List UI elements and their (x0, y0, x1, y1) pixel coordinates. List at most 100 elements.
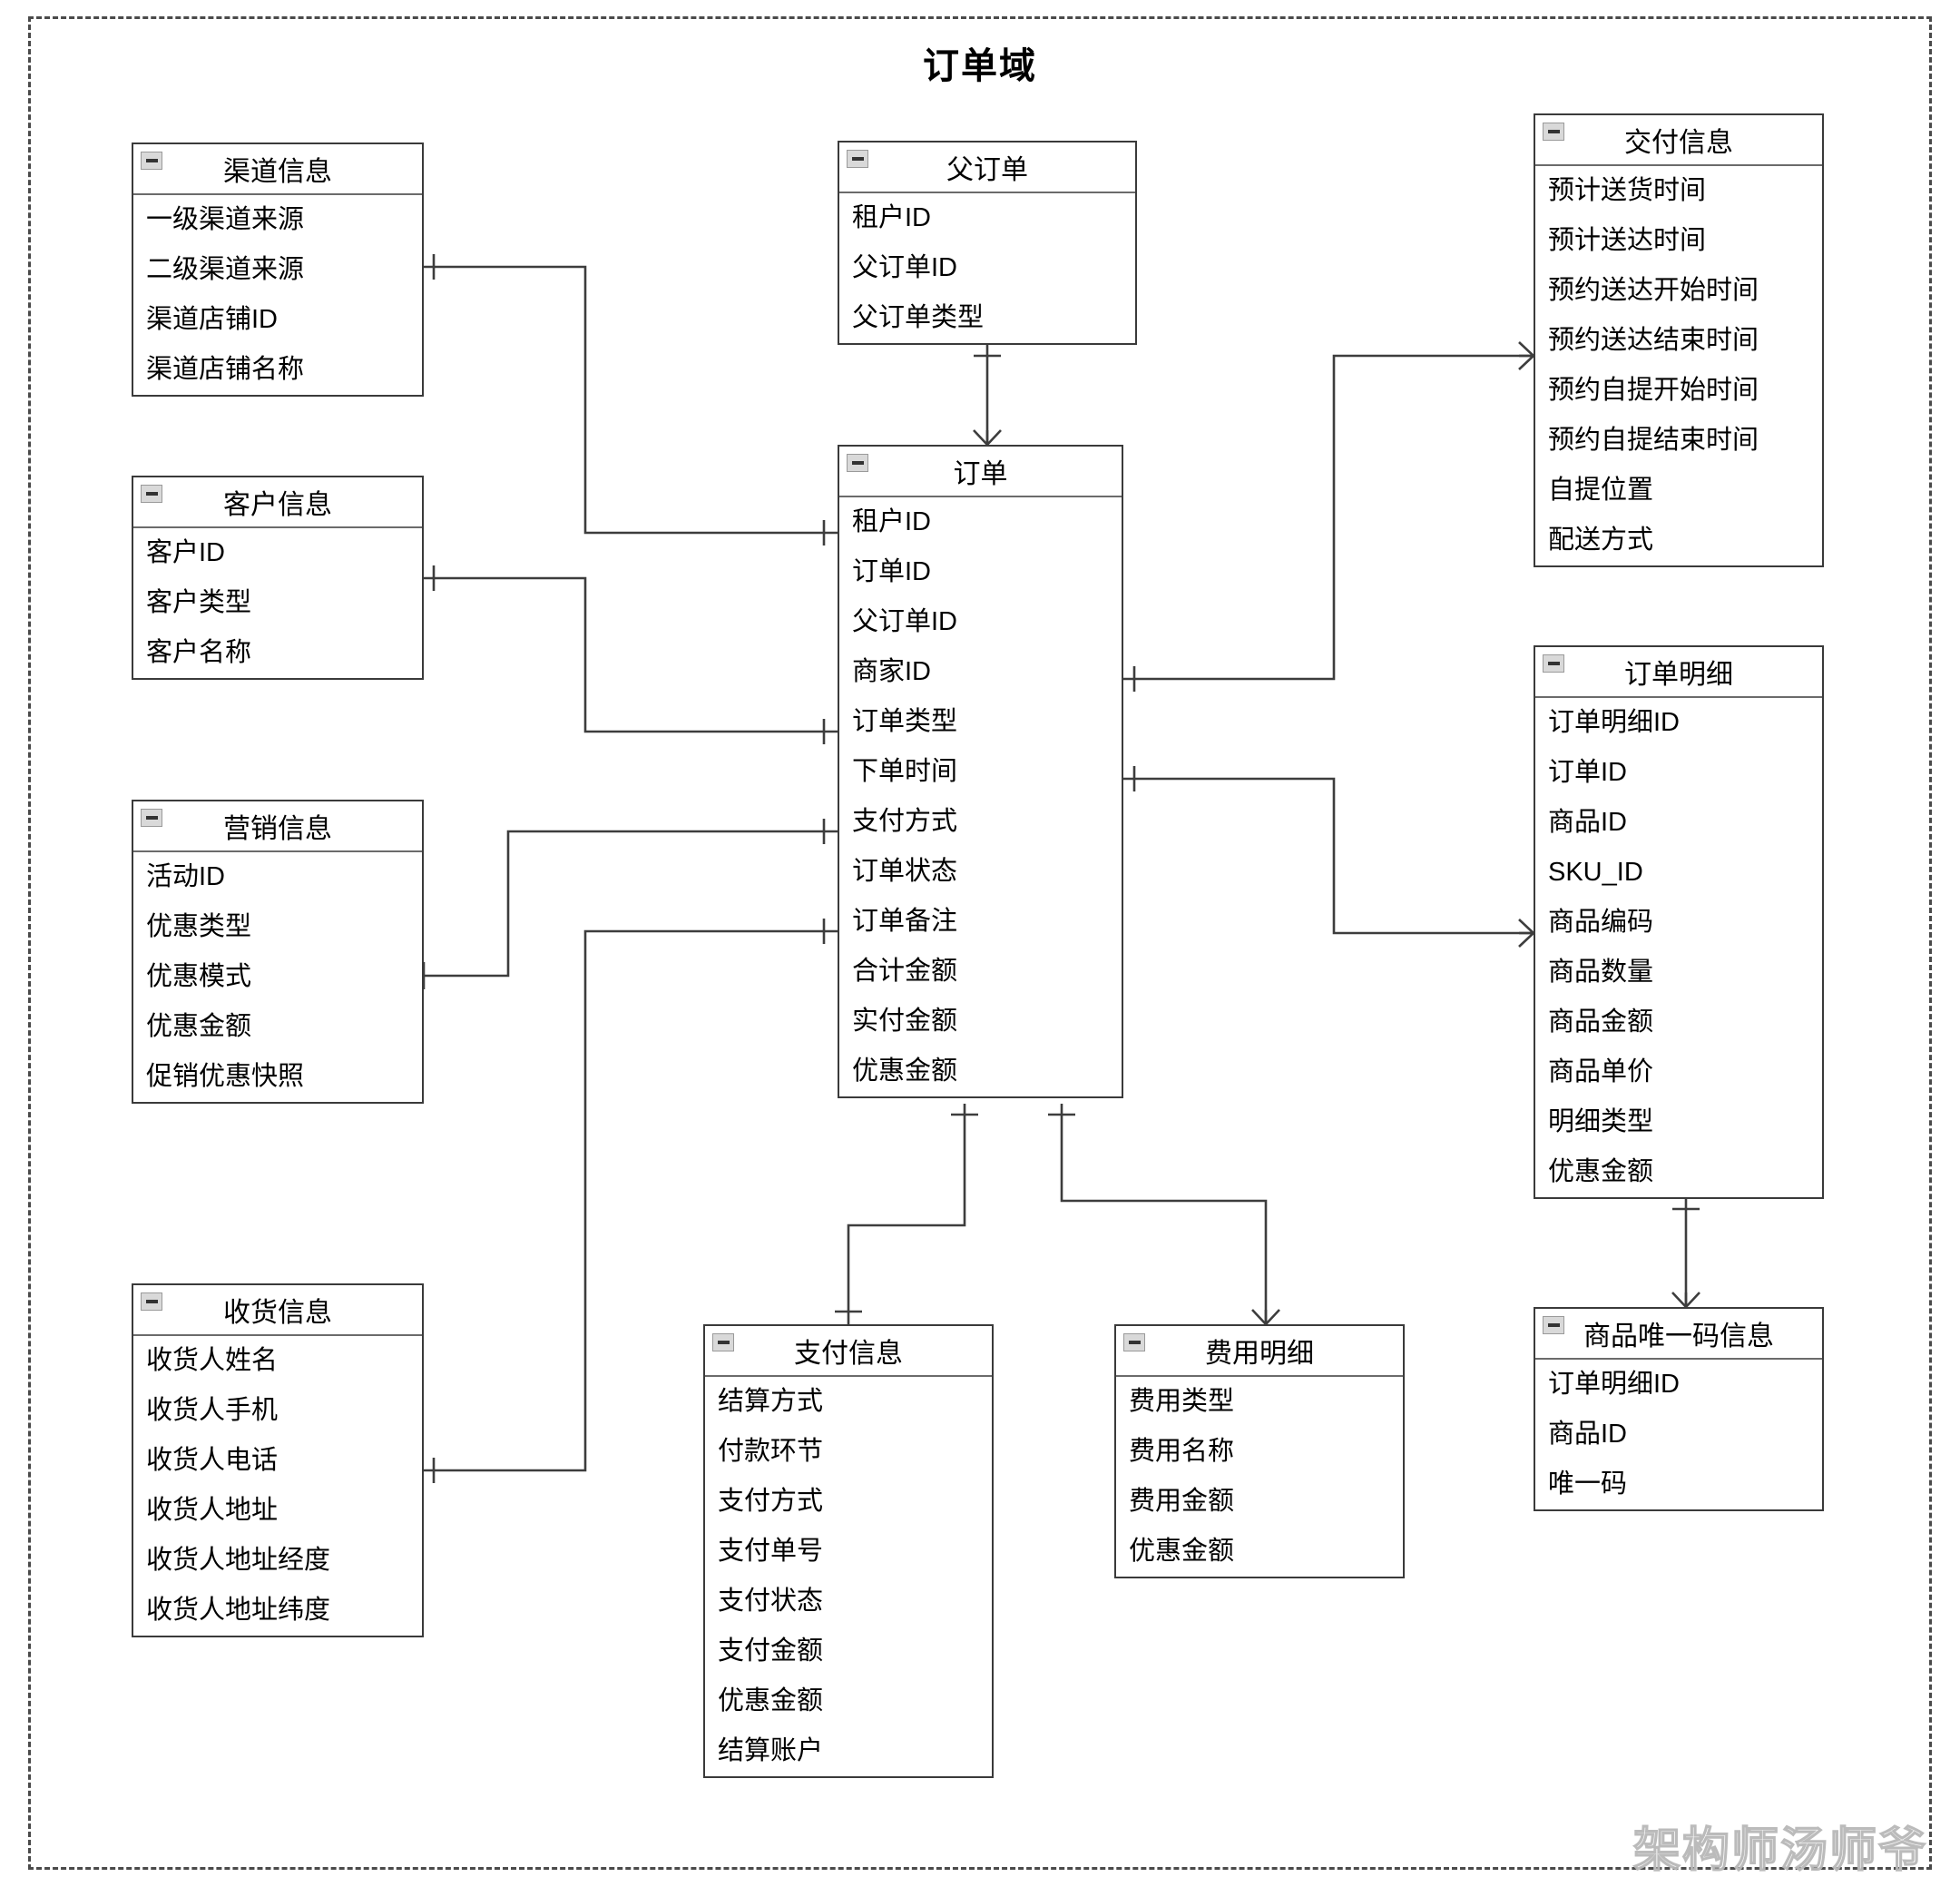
field-row[interactable]: 收货人地址 (146, 1496, 279, 1525)
field-row[interactable]: 租户ID (852, 507, 932, 536)
field-row[interactable]: 预计送达时间 (1548, 226, 1707, 255)
field-row[interactable]: SKU_ID (1548, 858, 1643, 887)
field-row[interactable]: 二级渠道来源 (146, 255, 305, 284)
entity-table-fee_detail[interactable]: 费用明细费用类型费用名称费用金额优惠金额 (1114, 1324, 1405, 1578)
field-row[interactable]: 优惠金额 (718, 1686, 824, 1715)
field-row[interactable]: 优惠金额 (146, 1012, 252, 1041)
field-row[interactable]: 客户ID (146, 538, 226, 567)
field-row[interactable]: 订单明细ID (1548, 1370, 1681, 1399)
field-row[interactable]: 商品ID (1548, 808, 1628, 837)
field-row[interactable]: 订单明细ID (1548, 708, 1681, 737)
field-row[interactable]: 优惠金额 (852, 1057, 958, 1086)
field-row[interactable]: 订单类型 (852, 707, 958, 736)
entity-table-order_item[interactable]: 订单明细订单明细ID 订单ID 商品ID SKU_ID 商品编码商品数量商品金额商品单价… (1534, 645, 1824, 1199)
minus-box-icon[interactable] (141, 809, 162, 827)
field-row[interactable]: 商品ID (1548, 1420, 1628, 1449)
field-row[interactable]: 商品单价 (1548, 1057, 1654, 1086)
minus-box-icon[interactable] (1543, 123, 1564, 141)
field-row[interactable]: 配送方式 (1548, 526, 1654, 555)
field-row[interactable]: 客户名称 (146, 638, 252, 667)
entity-header-payment[interactable]: 支付信息 (705, 1326, 992, 1377)
field-row[interactable]: 父订单ID (852, 607, 958, 636)
field-row[interactable]: 收货人手机 (146, 1396, 279, 1425)
field-row[interactable]: 合计金额 (852, 957, 958, 986)
field-row[interactable]: 订单ID (1548, 758, 1628, 787)
entity-table-marketing[interactable]: 营销信息活动ID 优惠类型优惠模式优惠金额促销优惠快照 (132, 800, 424, 1104)
field-row[interactable]: 预约送达结束时间 (1548, 326, 1759, 355)
field-row[interactable]: 结算账户 (718, 1736, 824, 1765)
entity-table-parent_order[interactable]: 父订单租户ID 父订单ID 父订单类型 (838, 141, 1137, 345)
entity-header-marketing[interactable]: 营销信息 (133, 801, 422, 852)
entity-title-fee_detail: 费用明细 (1205, 1339, 1314, 1369)
field-row[interactable]: 商品金额 (1548, 1007, 1654, 1037)
field-row[interactable]: 商品编码 (1548, 908, 1654, 937)
field-row[interactable]: 一级渠道来源 (146, 205, 305, 234)
entity-header-order_item[interactable]: 订单明细 (1535, 647, 1822, 698)
field-row[interactable]: 渠道店铺ID (146, 305, 279, 334)
field-row[interactable]: 预约送达开始时间 (1548, 276, 1759, 305)
entity-header-channel[interactable]: 渠道信息 (133, 144, 422, 195)
entity-header-delivery[interactable]: 交付信息 (1535, 115, 1822, 166)
minus-box-icon[interactable] (1123, 1333, 1145, 1351)
field-row[interactable]: 支付方式 (852, 807, 958, 836)
field-row[interactable]: 结算方式 (718, 1387, 824, 1416)
field-row[interactable]: 优惠金额 (1129, 1537, 1235, 1566)
minus-box-icon[interactable] (141, 485, 162, 503)
field-row[interactable]: 费用金额 (1129, 1487, 1235, 1516)
field-row[interactable]: 优惠金额 (1548, 1157, 1654, 1186)
minus-box-icon[interactable] (141, 152, 162, 170)
field-row[interactable]: 预计送货时间 (1548, 176, 1707, 205)
field-row[interactable]: 费用类型 (1129, 1387, 1235, 1416)
field-row[interactable]: 订单备注 (852, 907, 958, 936)
minus-box-icon[interactable] (1543, 654, 1564, 673)
field-row[interactable]: 收货人地址纬度 (146, 1596, 331, 1625)
field-row[interactable]: 优惠模式 (146, 962, 252, 991)
entity-table-payment[interactable]: 支付信息结算方式付款环节支付方式支付单号支付状态支付金额优惠金额结算账户 (703, 1324, 994, 1778)
field-row[interactable]: 父订单类型 (852, 303, 985, 332)
entity-header-item_unique_code[interactable]: 商品唯一码信息 (1535, 1309, 1822, 1360)
entity-table-shipping[interactable]: 收货信息收货人姓名收货人手机收货人电话收货人地址收货人地址经度收货人地址纬度 (132, 1283, 424, 1637)
field-row[interactable]: 支付单号 (718, 1537, 824, 1566)
field-row[interactable]: 支付方式 (718, 1487, 824, 1516)
field-row[interactable]: 收货人电话 (146, 1446, 279, 1475)
field-row[interactable]: 明细类型 (1548, 1107, 1654, 1136)
entity-table-item_unique_code[interactable]: 商品唯一码信息订单明细ID 商品ID 唯一码 (1534, 1307, 1824, 1511)
field-row[interactable]: 渠道店铺名称 (146, 355, 305, 384)
field-row[interactable]: 租户ID (852, 203, 932, 232)
field-row[interactable]: 客户类型 (146, 588, 252, 617)
minus-box-icon[interactable] (712, 1333, 734, 1351)
field-row[interactable]: 订单ID (852, 557, 932, 586)
entity-table-order[interactable]: 订单租户ID 订单ID 父订单ID 商家ID 订单类型下单时间支付方式订单状态订单备注合… (838, 445, 1123, 1098)
minus-box-icon[interactable] (847, 454, 868, 472)
field-row[interactable]: 费用名称 (1129, 1437, 1235, 1466)
minus-box-icon[interactable] (847, 150, 868, 168)
field-row[interactable]: 收货人姓名 (146, 1346, 279, 1375)
field-row[interactable]: 唯一码 (1548, 1469, 1628, 1499)
entity-header-customer[interactable]: 客户信息 (133, 477, 422, 528)
entity-table-customer[interactable]: 客户信息客户ID 客户类型客户名称 (132, 476, 424, 680)
minus-box-icon[interactable] (1543, 1316, 1564, 1334)
field-row[interactable]: 支付金额 (718, 1636, 824, 1666)
entity-header-fee_detail[interactable]: 费用明细 (1116, 1326, 1403, 1377)
entity-header-parent_order[interactable]: 父订单 (839, 143, 1135, 193)
field-row[interactable]: 付款环节 (718, 1437, 824, 1466)
field-row[interactable]: 商品数量 (1548, 958, 1654, 987)
entity-header-order[interactable]: 订单 (839, 447, 1122, 497)
minus-box-icon[interactable] (141, 1292, 162, 1311)
entity-table-channel[interactable]: 渠道信息一级渠道来源二级渠道来源渠道店铺ID 渠道店铺名称 (132, 143, 424, 397)
field-row[interactable]: 预约自提开始时间 (1548, 376, 1759, 405)
field-row[interactable]: 预约自提结束时间 (1548, 426, 1759, 455)
entity-header-shipping[interactable]: 收货信息 (133, 1285, 422, 1336)
field-row[interactable]: 支付状态 (718, 1587, 824, 1616)
entity-table-delivery[interactable]: 交付信息预计送货时间预计送达时间预约送达开始时间预约送达结束时间预约自提开始时间… (1534, 113, 1824, 567)
field-row[interactable]: 实付金额 (852, 1007, 958, 1036)
field-row[interactable]: 父订单ID (852, 253, 958, 282)
field-row[interactable]: 活动ID (146, 862, 226, 891)
field-row[interactable]: 收货人地址经度 (146, 1546, 331, 1575)
field-row[interactable]: 自提位置 (1548, 476, 1654, 505)
field-row[interactable]: 促销优惠快照 (146, 1062, 305, 1091)
field-row[interactable]: 商家ID (852, 657, 932, 686)
field-row[interactable]: 优惠类型 (146, 912, 252, 941)
field-row[interactable]: 订单状态 (852, 857, 958, 886)
field-row[interactable]: 下单时间 (852, 757, 958, 786)
